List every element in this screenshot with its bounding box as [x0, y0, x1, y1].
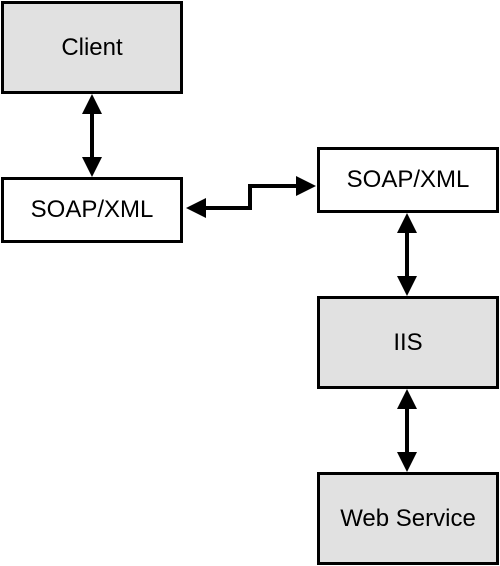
iis-node: IIS — [317, 296, 499, 389]
client-label: Client — [61, 33, 123, 61]
web-service-label: Web Service — [340, 504, 476, 532]
soap-xml-left-label: SOAP/XML — [30, 196, 154, 223]
soap-xml-left-node: SOAP/XML — [1, 177, 183, 243]
arrow-iis-webservice — [397, 389, 417, 472]
arrow-soap-soap — [186, 176, 316, 218]
client-node: Client — [1, 1, 183, 94]
web-service-node: Web Service — [317, 472, 499, 565]
arrow-soap-iis — [397, 213, 417, 296]
soap-xml-right-label: SOAP/XML — [346, 166, 470, 193]
iis-label: IIS — [393, 328, 423, 356]
arrow-client-soap — [82, 94, 102, 177]
soap-xml-right-node: SOAP/XML — [317, 147, 499, 213]
